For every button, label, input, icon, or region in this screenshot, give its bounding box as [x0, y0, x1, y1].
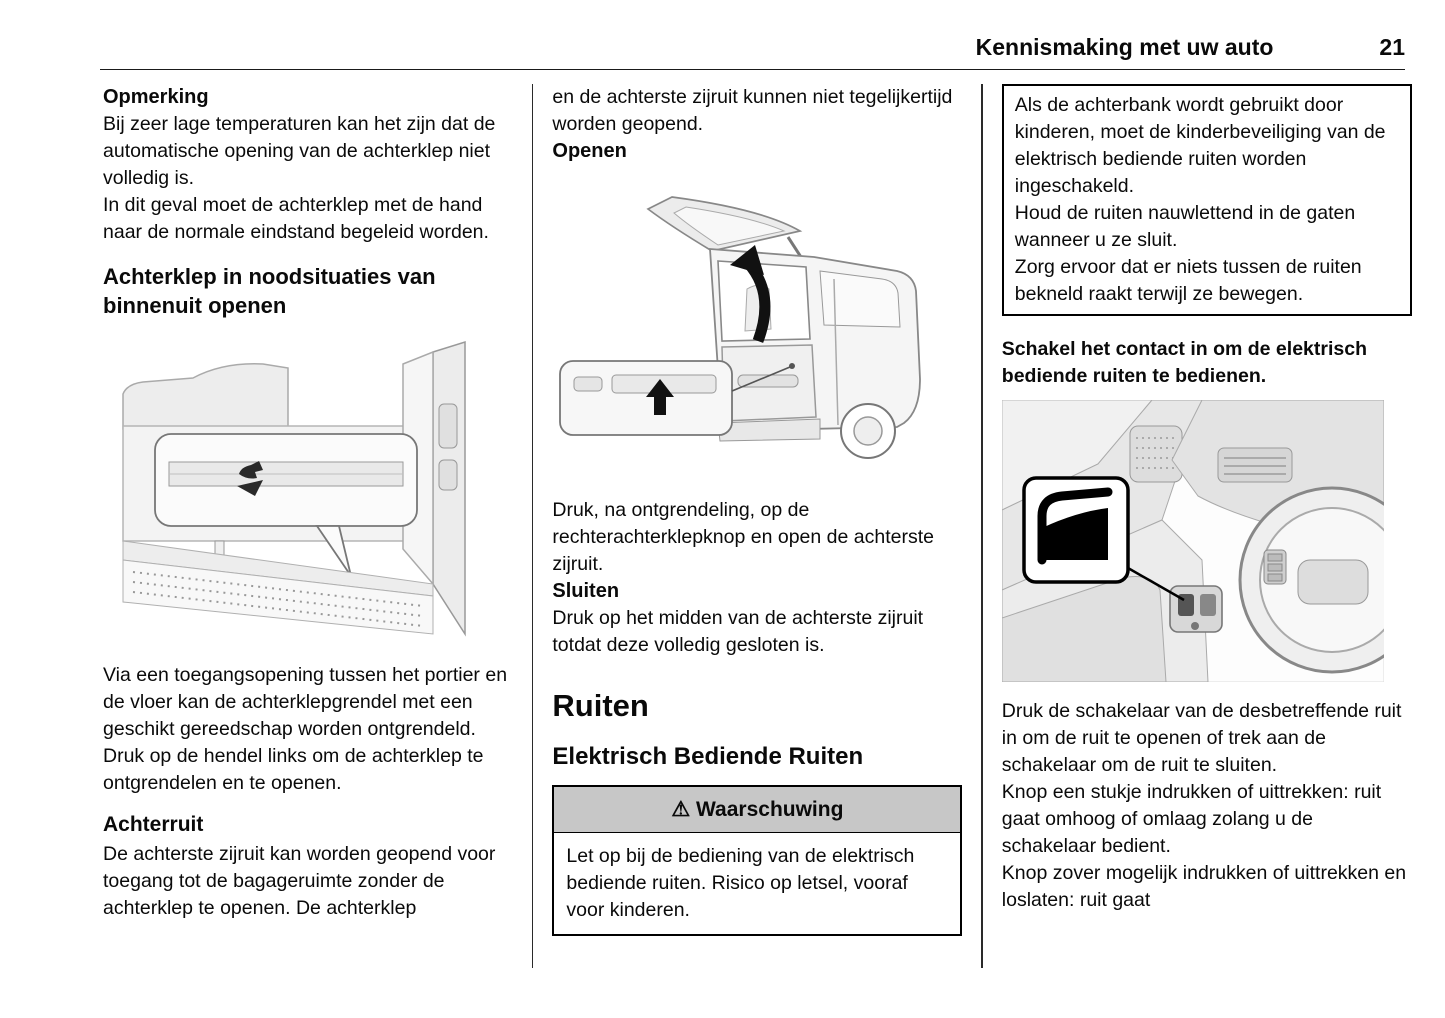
content-columns: Opmerking Bij zeer lage temperaturen kan… [103, 84, 1412, 968]
note-paragraph-2: In dit geval moet de achterklep met de h… [103, 194, 489, 243]
van-rear-drawing [559, 196, 922, 459]
paragraph-switch-operation: Druk de schakelaar van de desbetreffende… [1001, 700, 1402, 776]
child-safety-info-box: Als de achterbank wordt gebruikt door ki… [1001, 84, 1412, 316]
warning-title: Waarschuwing [696, 798, 844, 821]
warning-box-header: ⚠ Waarschuwing [554, 787, 961, 833]
paragraph-open-instruction: Druk, na ontgrendeling, op de rechterach… [552, 499, 934, 575]
warning-box: ⚠ Waarschuwing Let op bij de bediening v… [552, 785, 963, 936]
chapter-heading-windows: Ruiten [552, 688, 649, 723]
close-heading: Sluiten [552, 580, 620, 602]
column-divider-2 [981, 84, 983, 968]
column-right: Als de achterbank wordt gebruikt door ki… [1001, 84, 1412, 968]
column-left: Opmerking Bij zeer lage temperaturen kan… [103, 84, 513, 968]
section-heading-emergency-tailgate: Achterklep in noodsituaties van binnenui… [103, 264, 436, 318]
header-divider [100, 69, 1405, 70]
cargo-latch-illustration [103, 334, 513, 646]
paragraph-rear-window: De achterste zijruit kan worden geopend … [103, 843, 496, 919]
note-heading: Opmerking [103, 86, 209, 108]
paragraph-latch-access: Via een toegangsopening tussen het porti… [103, 664, 508, 740]
note-paragraph-1: Bij zeer lage temperaturen kan het zijn … [103, 113, 496, 189]
ignition-instruction: Schakel het contact in om de elektrisch … [1001, 338, 1367, 387]
info-box-line: Zorg ervoor dat er niets tussen de ruite… [1014, 256, 1362, 305]
column-middle: en de achterste zijruit kunnen niet tege… [552, 84, 963, 968]
column-divider-1 [532, 84, 534, 968]
rear-window-heading: Achterruit [103, 813, 204, 836]
paragraph-continued: en de achterste zijruit kunnen niet tege… [552, 86, 953, 135]
chapter-title: Kennismaking met uw auto [975, 34, 1274, 60]
window-switch-illustration [1001, 400, 1412, 682]
paragraph-latch-open: Druk op de hendel links om de achterklep… [103, 745, 484, 794]
paragraph-switch-full-press: Knop zover mogelijk indrukken of uittrek… [1001, 862, 1407, 911]
page-header: Kennismaking met uw auto 21 [100, 34, 1405, 61]
window-switch-drawing [1001, 400, 1384, 682]
info-box-line: Als de achterbank wordt gebruikt door ki… [1014, 94, 1386, 197]
warning-icon: ⚠ [671, 798, 691, 821]
open-heading: Openen [552, 140, 627, 162]
warning-body-text: Let op bij de bediening van de elektrisc… [566, 845, 915, 921]
van-rear-window-illustration [552, 179, 962, 481]
info-box-line: Houd de ruiten nauwlettend in de gaten w… [1014, 202, 1356, 251]
paragraph-close-instruction: Druk op het midden van de achterste zijr… [552, 607, 924, 656]
paragraph-switch-short-press: Knop een stukje indrukken of uittrekken:… [1001, 781, 1382, 857]
section-heading-power-windows: Elektrisch Bediende Ruiten [552, 743, 864, 770]
cargo-latch-drawing [122, 340, 466, 637]
page-number: 21 [1379, 34, 1405, 60]
